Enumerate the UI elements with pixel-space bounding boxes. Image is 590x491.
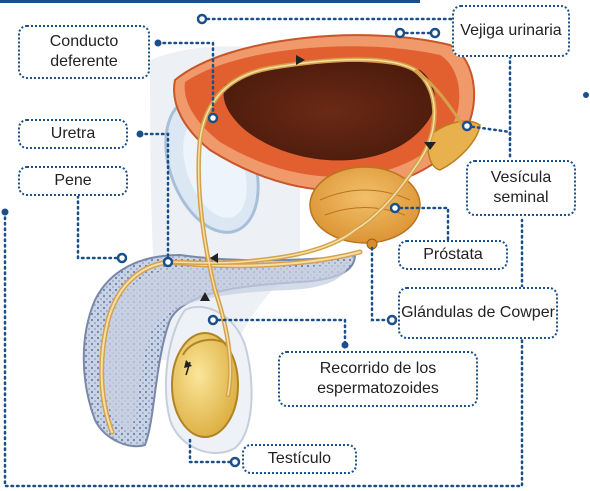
label-uretra: Uretra: [18, 119, 128, 149]
label-prostata: Próstata: [398, 240, 508, 270]
top-rule: [0, 0, 420, 3]
label-recorrido-espermatozoides: Recorrido de los espermatozoides: [278, 351, 478, 407]
label-glandulas-cowper: Glándulas de Cowper: [398, 287, 558, 339]
label-conducto-deferente: Conducto deferente: [18, 25, 150, 79]
label-testiculo: Testículo: [242, 444, 357, 474]
label-pene: Pene: [18, 166, 128, 196]
label-vejiga-urinaria: Vejiga urinaria: [452, 5, 570, 57]
prostate: [309, 166, 421, 244]
testicle: [171, 332, 239, 438]
label-vesicula-seminal: Vesícula seminal: [466, 160, 576, 216]
